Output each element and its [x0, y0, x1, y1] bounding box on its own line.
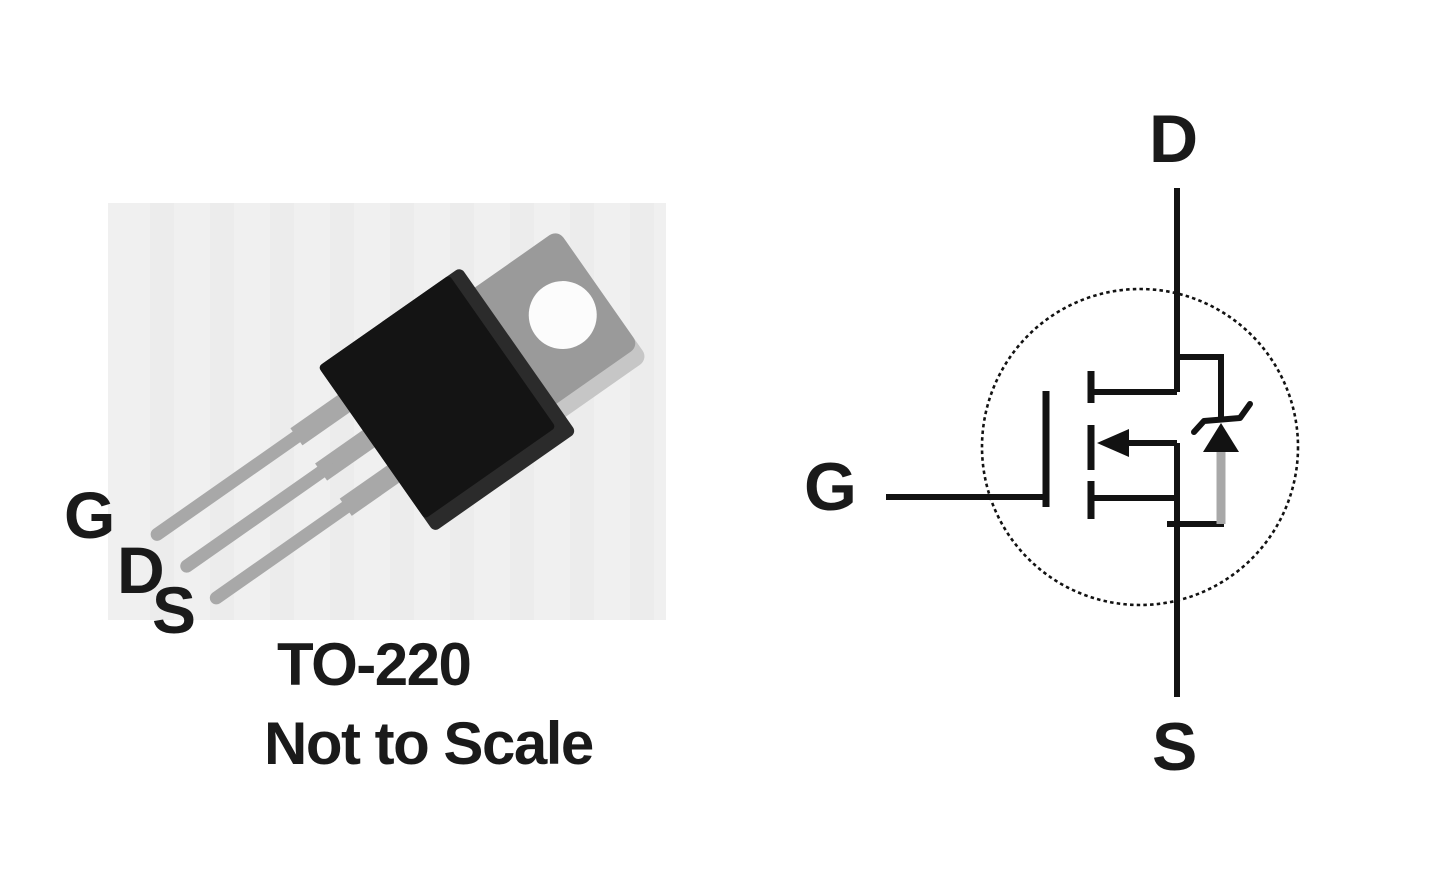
gate-lead [150, 425, 310, 541]
photo-pin-label-drain: D [117, 533, 165, 607]
package-caption-line2: Not to Scale [264, 710, 593, 777]
source-lead [209, 496, 359, 605]
photo-pin-label-gate: G [64, 478, 115, 552]
drain-diode-branch [1177, 354, 1224, 418]
body-diode-cathode-bar [1191, 401, 1253, 435]
symbol-label-gate: G [804, 449, 857, 525]
drain-lead [180, 460, 335, 573]
symbol-label-source: S [1152, 709, 1197, 785]
symbol-circle [980, 287, 1300, 607]
molded-body [319, 276, 555, 518]
symbol-label-drain: D [1149, 101, 1198, 177]
photo-pin-label-source: S [152, 573, 196, 647]
package-caption-line1: TO-220 [277, 631, 470, 698]
mounting-hole [528, 281, 597, 350]
body-diode-triangle-icon [1203, 423, 1239, 452]
mosfet-symbol [886, 188, 1300, 697]
to220-package-photo [108, 203, 666, 620]
package-group [150, 233, 645, 605]
body-arrow-icon [1097, 429, 1129, 457]
